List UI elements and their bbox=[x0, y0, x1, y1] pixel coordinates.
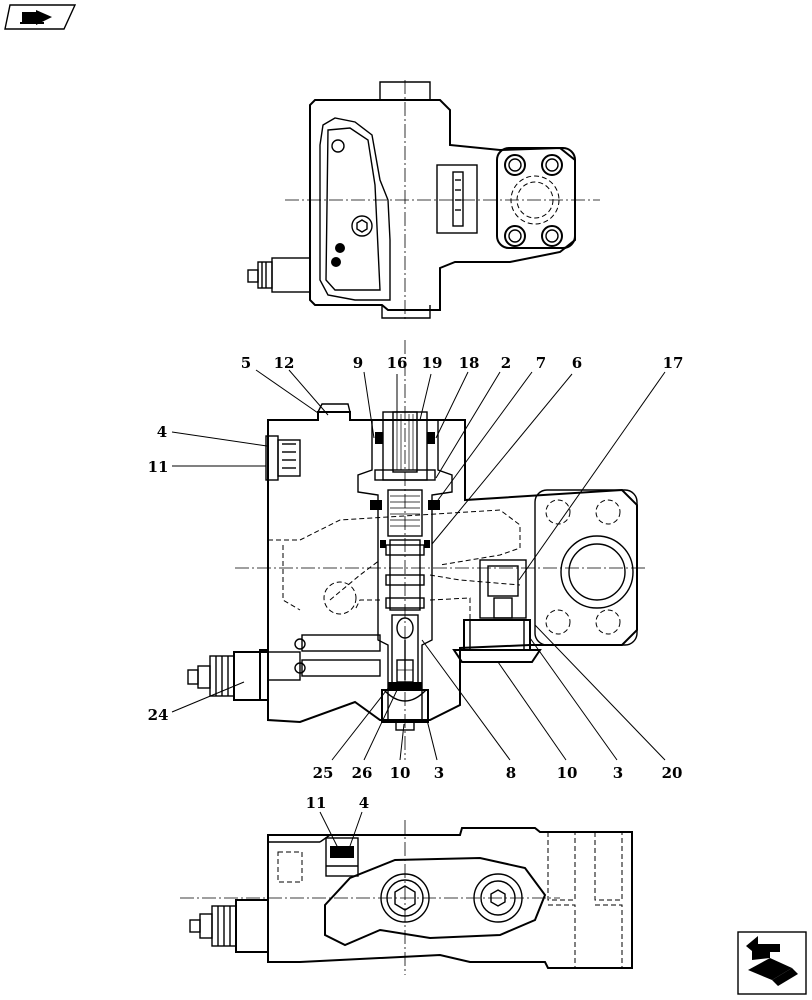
callout-9: 9 bbox=[353, 354, 363, 372]
book-arrow-icon bbox=[20, 10, 52, 25]
callout-20: 20 bbox=[662, 764, 683, 782]
callout-7: 7 bbox=[536, 354, 546, 372]
callout-17: 17 bbox=[663, 354, 684, 372]
callout-11-bottom: 11 bbox=[306, 794, 327, 812]
callout-6: 6 bbox=[572, 354, 582, 372]
callout-25: 25 bbox=[313, 764, 334, 782]
callout-2: 2 bbox=[501, 354, 511, 372]
callout-12: 12 bbox=[274, 354, 295, 372]
section-view bbox=[171, 340, 666, 761]
callout-24: 24 bbox=[148, 706, 169, 724]
return-arrow-icon bbox=[746, 936, 798, 986]
top-nav-button[interactable] bbox=[4, 4, 77, 30]
callout-8: 8 bbox=[506, 764, 516, 782]
callout-10-right: 10 bbox=[557, 764, 578, 782]
callout-16: 16 bbox=[387, 354, 408, 372]
bottom-view bbox=[180, 811, 633, 975]
callout-10-left: 10 bbox=[390, 764, 411, 782]
callout-4: 4 bbox=[157, 423, 167, 441]
callout-19: 19 bbox=[422, 354, 443, 372]
callout-3-right: 3 bbox=[613, 764, 623, 782]
bottom-nav-button[interactable] bbox=[737, 931, 807, 995]
top-view bbox=[247, 80, 600, 320]
callout-3-left: 3 bbox=[434, 764, 444, 782]
callout-26: 26 bbox=[352, 764, 373, 782]
callout-4-bottom: 4 bbox=[359, 794, 369, 812]
callout-11: 11 bbox=[148, 458, 169, 476]
callout-18: 18 bbox=[459, 354, 480, 372]
callout-5: 5 bbox=[241, 354, 251, 372]
